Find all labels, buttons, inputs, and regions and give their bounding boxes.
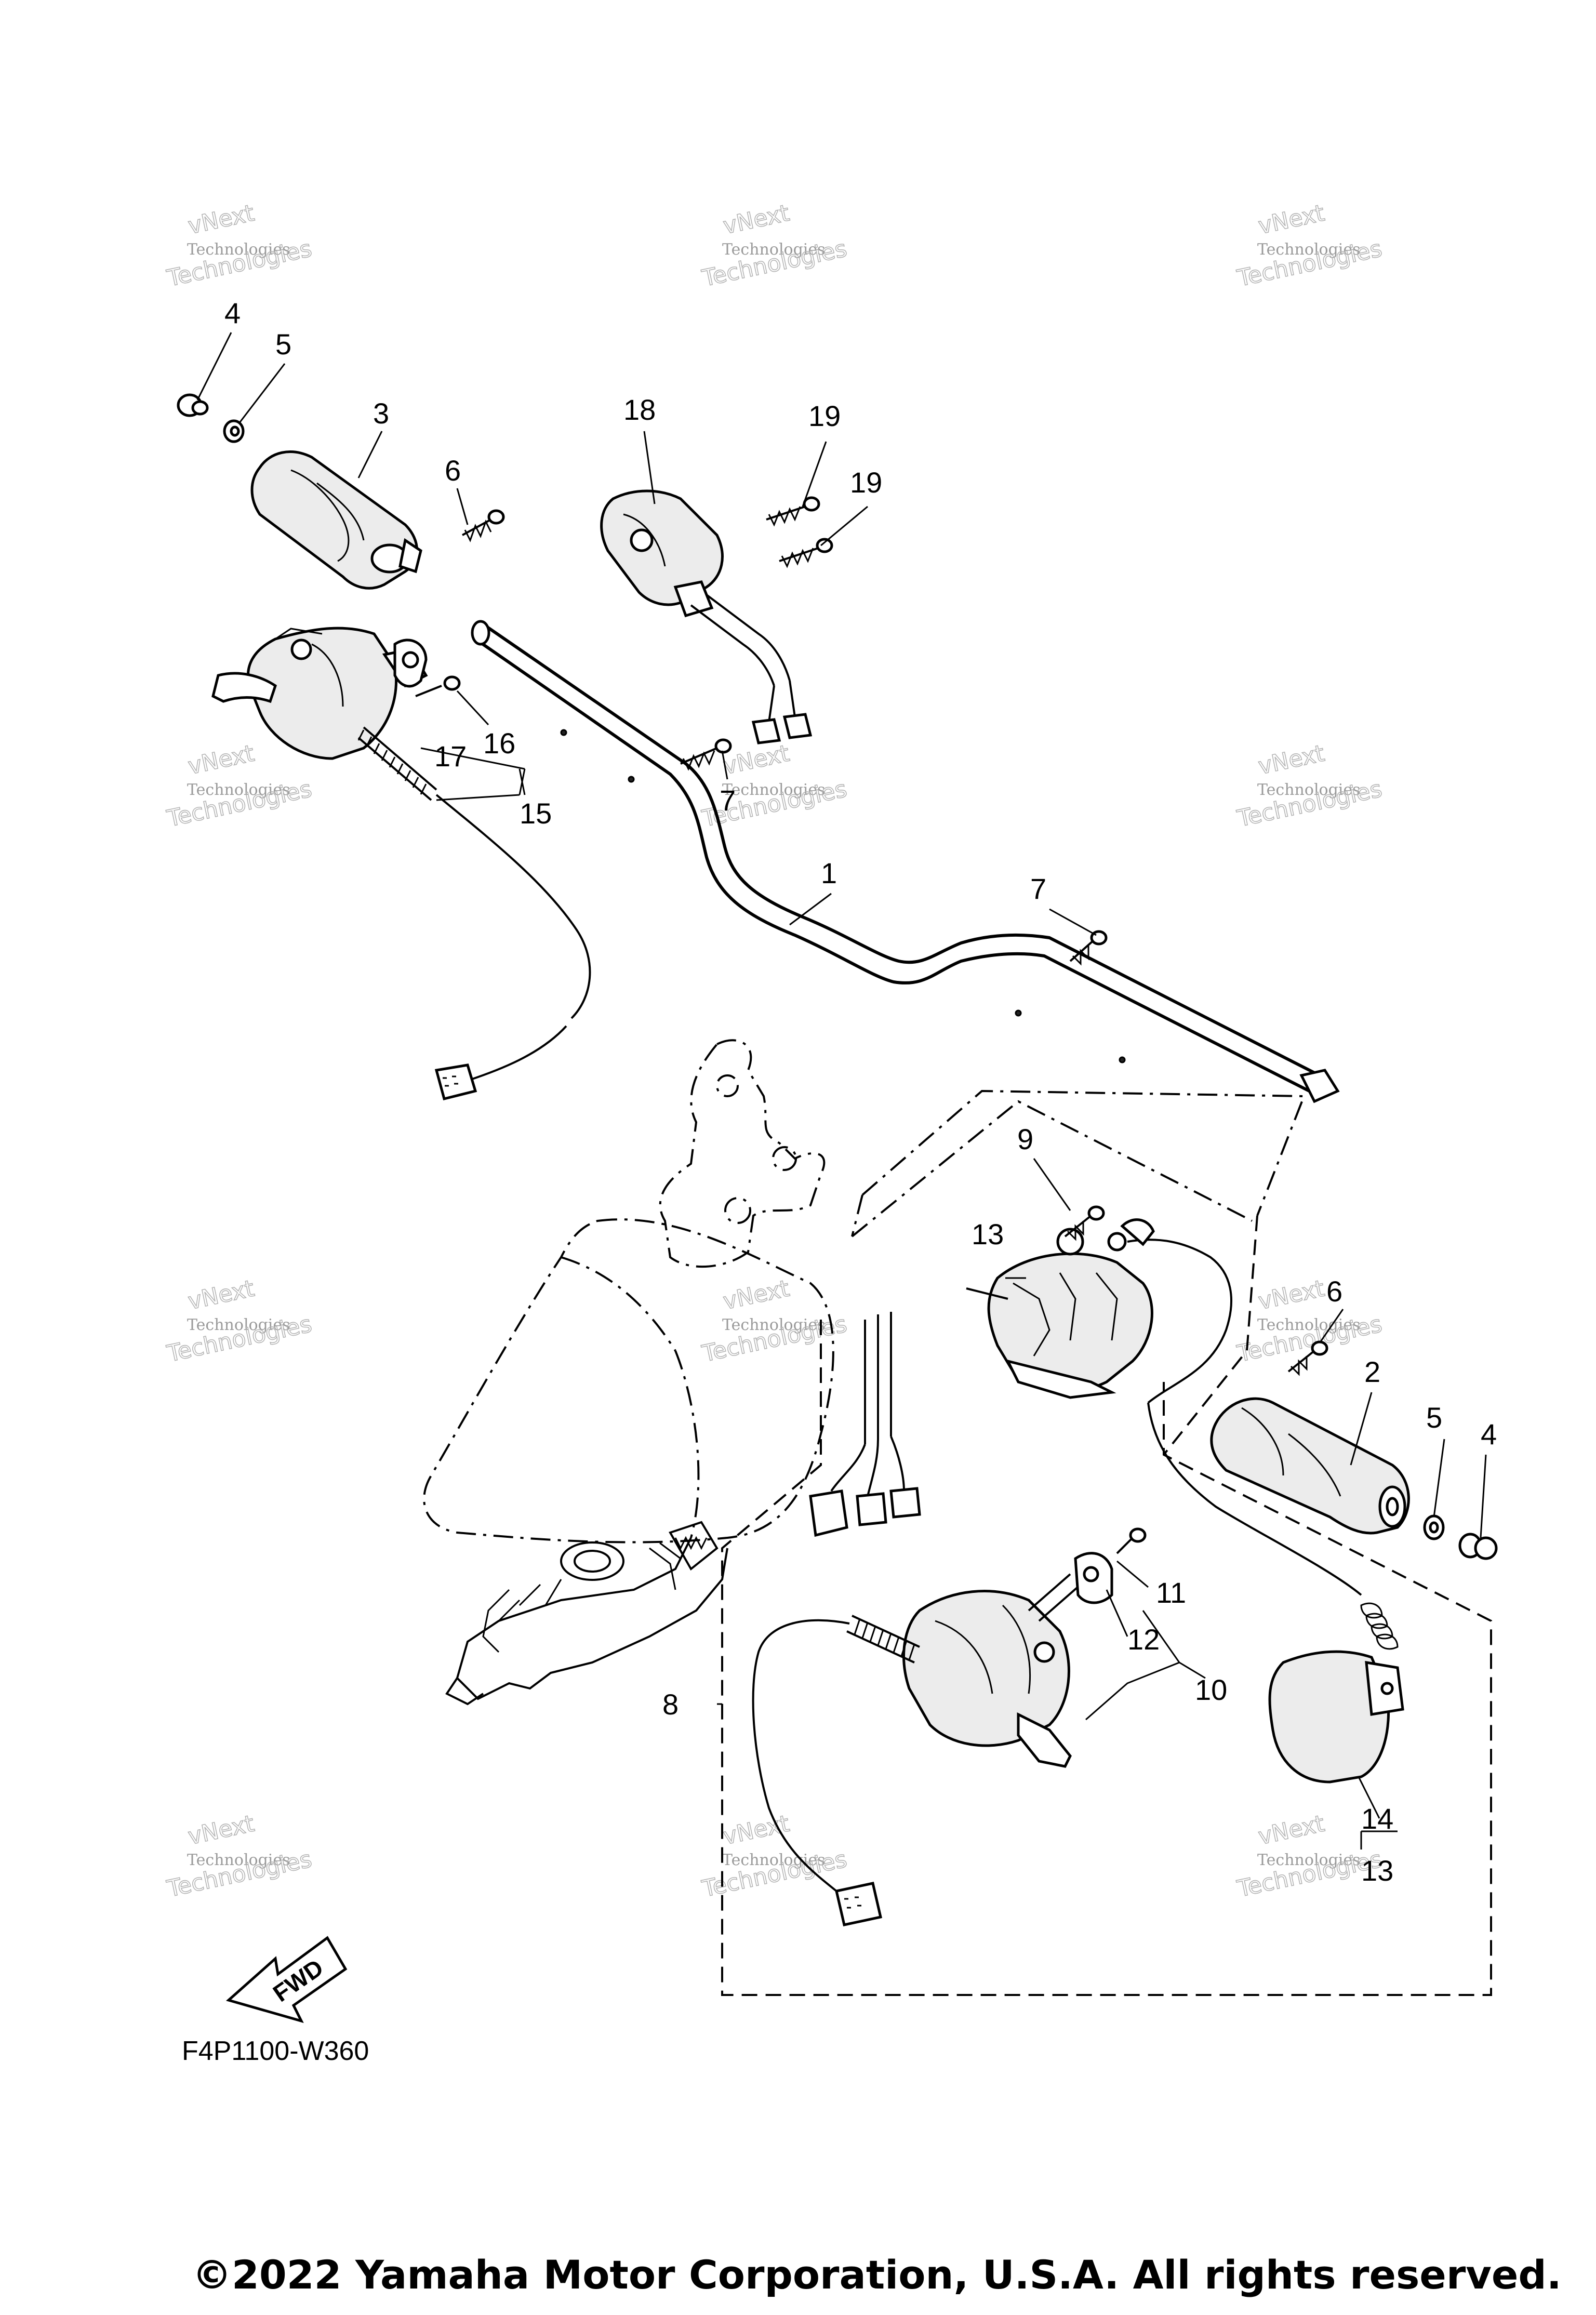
callout-17: 17: [434, 740, 467, 773]
svg-text:vNext: vNext: [721, 1275, 792, 1315]
callout-2: 2: [1364, 1355, 1380, 1388]
left-grip: [250, 450, 422, 590]
callout-19-lower: 19: [850, 466, 882, 499]
callout-15: 15: [520, 797, 552, 830]
svg-text:vNext: vNext: [1256, 200, 1327, 240]
callout-12: 12: [1127, 1623, 1160, 1656]
leader-lines: [196, 332, 1487, 1850]
svg-text:vNext: vNext: [1256, 1275, 1327, 1315]
center-switch-housing: [600, 489, 813, 744]
drawing-code: F4P1100-W360: [182, 2036, 369, 2066]
callout-9: 9: [1017, 1123, 1033, 1155]
watermark: vNext Technologies Technologies: [164, 199, 315, 292]
lanyard-clip: [1268, 1650, 1404, 1784]
svg-text:Technologies: Technologies: [1257, 781, 1361, 799]
right-washer: [1423, 1514, 1445, 1540]
watermark: vNext Technologies Technologies: [164, 1275, 315, 1368]
watermark-layer: vNext Technologies Technologies vNext Te…: [164, 199, 1385, 1903]
left-clamp-screw: [415, 675, 461, 697]
svg-text:Technologies: Technologies: [187, 1316, 290, 1334]
svg-text:vNext: vNext: [186, 740, 257, 780]
switch-screw-lower: [779, 538, 833, 568]
right-clamp: [1074, 1552, 1113, 1604]
svg-text:Technologies: Technologies: [1257, 1316, 1361, 1334]
watermark: vNext Technologies Technologies: [699, 1275, 850, 1368]
right-switch-unit: [966, 1218, 1232, 1404]
left-clamp: [393, 638, 428, 688]
callout-7-right: 7: [1030, 872, 1046, 905]
svg-text:Technologies: Technologies: [1257, 1851, 1361, 1869]
svg-text:Technologies: Technologies: [1257, 241, 1361, 259]
handlebar: [471, 620, 1340, 1103]
right-throttle-cable: [752, 1615, 920, 1926]
right-end-screw: [1458, 1533, 1498, 1560]
callout-16: 16: [483, 727, 515, 760]
svg-text:vNext: vNext: [186, 1275, 257, 1315]
svg-text:vNext: vNext: [1256, 740, 1327, 780]
callout-19-upper: 19: [808, 400, 841, 432]
left-end-screw: [177, 393, 209, 417]
handlebar-screw-right: [1069, 930, 1108, 966]
lanyard-cable: [1147, 1402, 1399, 1650]
svg-text:vNext: vNext: [186, 1811, 257, 1851]
right-grip: [1210, 1397, 1410, 1535]
svg-text:Technologies: Technologies: [722, 241, 826, 259]
steering-gear-housing: [445, 1521, 728, 1706]
watermark: vNext Technologies Technologies: [1234, 199, 1385, 292]
callout-8: 8: [662, 1688, 679, 1721]
switch-unit-screw: [1064, 1205, 1105, 1241]
callout-13-lower: 13: [1361, 1854, 1393, 1887]
svg-text:vNext: vNext: [721, 200, 792, 240]
callout-5-right: 5: [1426, 1401, 1442, 1434]
watermark: vNext Technologies Technologies: [699, 199, 850, 292]
svg-text:Technologies: Technologies: [722, 781, 826, 799]
switch-screw-upper: [766, 496, 820, 527]
callout-6-left: 6: [445, 454, 461, 487]
svg-text:Technologies: Technologies: [187, 1851, 290, 1869]
left-throttle-cable: [357, 726, 591, 1101]
callout-14: 14: [1361, 1802, 1393, 1835]
watermark: vNext Technologies Technologies: [164, 740, 315, 833]
fwd-arrow: FWD: [225, 1936, 348, 2023]
svg-text:Technologies: Technologies: [187, 781, 290, 799]
copyright-notice: ©2022 Yamaha Motor Corporation, U.S.A. A…: [192, 2252, 1562, 2298]
callout-7-center: 7: [720, 784, 736, 817]
callout-6-right: 6: [1326, 1275, 1342, 1308]
watermark: vNext Technologies Technologies: [164, 1810, 315, 1903]
watermark: vNext Technologies Technologies: [1234, 740, 1385, 833]
callout-4-left: 4: [224, 297, 241, 329]
svg-text:vNext: vNext: [186, 200, 257, 240]
right-lever-housing: [902, 1573, 1082, 1768]
svg-text:Technologies: Technologies: [187, 241, 290, 259]
svg-text:Technologies: Technologies: [722, 1316, 826, 1334]
callout-13-upper: 13: [972, 1218, 1004, 1250]
callout-11: 11: [1156, 1576, 1186, 1609]
callout-labels: 4 5 3 6 18 19 19 16 17 15 7 1 7 9 13 6 2…: [224, 297, 1497, 1887]
left-washer: [223, 419, 245, 443]
right-switch-panel-phantom: [851, 1089, 1306, 1238]
steering-column-phantom: [423, 1039, 834, 1544]
left-grip-screw: [462, 509, 505, 542]
right-clamp-screw: [1116, 1527, 1147, 1554]
callout-3: 3: [373, 397, 389, 430]
callout-5-left: 5: [275, 328, 291, 361]
callout-10: 10: [1195, 1673, 1227, 1706]
callout-1: 1: [821, 857, 837, 889]
callout-4-right: 4: [1481, 1418, 1497, 1451]
svg-text:vNext: vNext: [721, 1811, 792, 1851]
callout-18: 18: [623, 393, 656, 426]
right-switch-harness: [809, 1312, 921, 1537]
right-lever-assembly-phantom: [721, 1215, 1492, 1996]
svg-text:vNext: vNext: [1256, 1811, 1327, 1851]
